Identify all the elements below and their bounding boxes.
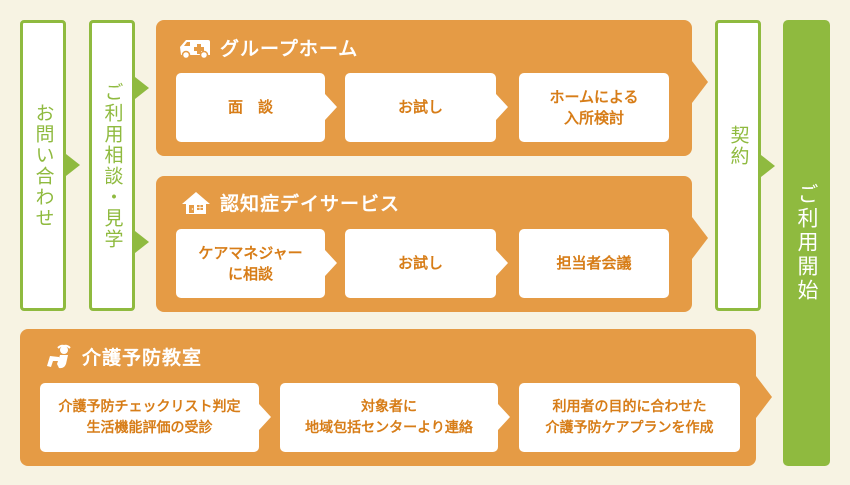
panel-group-home-title: グループホーム xyxy=(178,34,358,61)
group-home-step-trial: お試し xyxy=(345,73,496,142)
prevention-step-checklist: 介護予防チェックリスト判定 生活機能評価の受診 xyxy=(40,383,259,452)
ambulance-icon xyxy=(180,39,210,59)
step-contract: 契約 xyxy=(715,20,761,311)
service-start-label: ご利用開始 xyxy=(795,183,819,303)
arrow-right-icon xyxy=(692,61,708,103)
step-service-start: ご利用開始 xyxy=(783,20,830,466)
arrow-right-icon xyxy=(325,94,337,120)
panel-group-home: グループホーム 面 談 お試し ホームによる 入所検討 xyxy=(156,20,692,156)
prevention-step-care-plan: 利用者の目的に合わせた 介護予防ケアプランを作成 xyxy=(519,383,740,452)
arrow-right-icon xyxy=(496,94,508,120)
dementia-title-text: 認知症デイサービス xyxy=(220,193,401,215)
panel-prevention-title: 介護予防教室 xyxy=(44,343,202,370)
dementia-step-trial: お試し xyxy=(345,229,496,298)
arrow-right-icon xyxy=(761,155,775,177)
panel-prevention-class: 介護予防教室 介護予防チェックリスト判定 生活機能評価の受診 対象者に 地域包括… xyxy=(20,329,756,466)
arrow-right-icon xyxy=(498,404,510,430)
house-icon xyxy=(182,191,210,214)
arrow-right-icon xyxy=(135,77,149,99)
contract-label: 契約 xyxy=(727,124,750,167)
exercise-person-icon xyxy=(47,344,71,368)
panel-dementia-day-service: 認知症デイサービス ケアマネジャー に相談 お試し 担当者会議 xyxy=(156,176,692,312)
arrow-right-icon xyxy=(325,250,337,276)
step-inquiry: お問い合わせ xyxy=(20,20,66,311)
consult-visit-label: ご利用相談・見学 xyxy=(101,81,124,250)
inquiry-label: お問い合わせ xyxy=(32,102,55,229)
dementia-step-staff-meeting: 担当者会議 xyxy=(519,229,669,298)
arrow-right-icon xyxy=(259,404,271,430)
prevention-step-contact: 対象者に 地域包括センターより連絡 xyxy=(280,383,498,452)
step-consult-visit: ご利用相談・見学 xyxy=(89,20,135,311)
arrow-right-icon xyxy=(692,217,708,259)
arrow-right-icon xyxy=(496,250,508,276)
arrow-right-icon xyxy=(756,376,772,418)
panel-dementia-title: 認知症デイサービス xyxy=(180,189,400,216)
prevention-title-text: 介護予防教室 xyxy=(82,347,203,369)
group-home-step-interview: 面 談 xyxy=(176,73,325,142)
group-home-step-admission-review: ホームによる 入所検討 xyxy=(519,73,669,142)
arrow-right-icon xyxy=(135,231,149,253)
group-home-title-text: グループホーム xyxy=(220,38,359,60)
dementia-step-care-manager: ケアマネジャー に相談 xyxy=(176,229,325,298)
arrow-right-icon xyxy=(66,154,80,176)
